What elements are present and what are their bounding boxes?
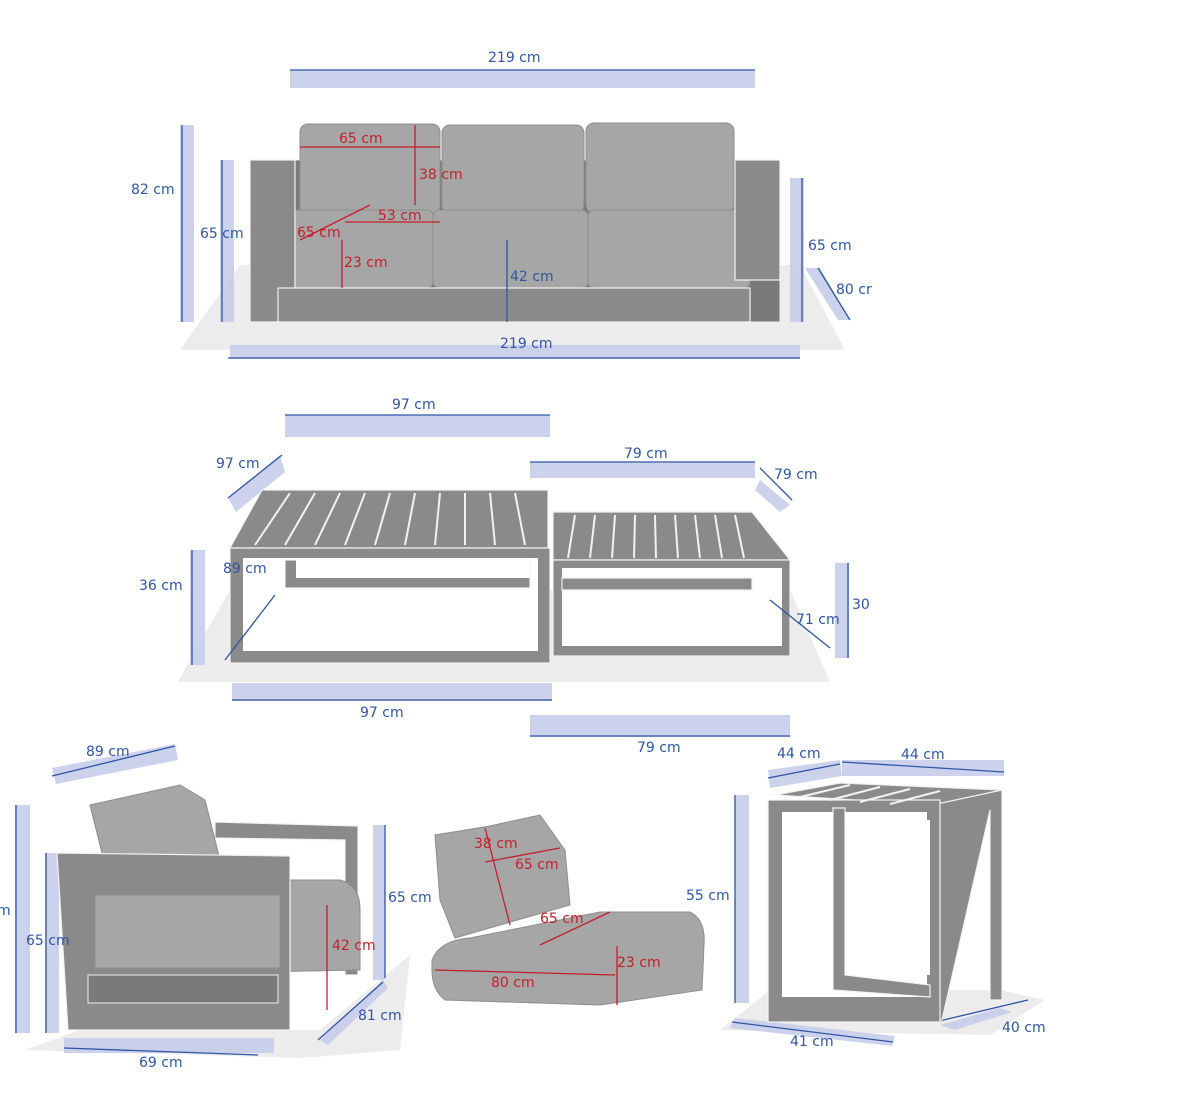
sofa-arm-height-right-label: 65 cm [808, 238, 852, 254]
armchair-width-label: 69 cm [139, 1055, 183, 1071]
large-table-height-label: 36 cm [139, 578, 183, 594]
sofa-width-bottom-label: 219 cm [500, 336, 553, 352]
large-table-width-top-label: 97 cm [392, 397, 436, 413]
sofa-seat-height-label: 42 cm [510, 269, 554, 285]
cushion-thickness-label: 23 cm [617, 955, 661, 971]
sofa-arm-height-left-label: 65 cm [200, 226, 244, 242]
side-table-width-bottom-label: 41 cm [790, 1034, 834, 1050]
sofa-seat-cushion-width-label: 65 cm [297, 225, 341, 241]
large-table-slats [254, 492, 526, 546]
armchair-seat-height-label: 42 cm [332, 938, 376, 954]
sofa-back-cushion-width-label: 65 cm [339, 131, 383, 147]
cushion-seat-width-label: 80 cm [491, 975, 535, 991]
sofa-labels: 219 cm 82 cm 65 cm 65 cm 80 cr 219 cm 65… [131, 50, 872, 352]
sofa-depth-label: 80 cr [836, 282, 872, 298]
side-table-depth-top-label: 44 cm [777, 746, 821, 762]
coffee-tables-drawing [178, 414, 849, 737]
cushion-back-width-label: 65 cm [515, 857, 559, 873]
armchair-total-height-label: m [0, 903, 11, 919]
small-table-inner-depth-label: 71 cm [796, 612, 840, 628]
sofa-seat-cushion-height-label: 23 cm [344, 255, 388, 271]
side-table-width-top-label: 44 cm [901, 747, 945, 763]
coffee-table-labels: 97 cm 97 cm 36 cm 89 cm 97 cm 79 cm 79 c… [139, 397, 870, 756]
sofa-seat-depth-label: 53 cm [378, 208, 422, 224]
armchair-depth-top-label: 89 cm [86, 744, 130, 760]
sofa-back-cushion-height-label: 38 cm [419, 167, 463, 183]
small-table-depth-label: 79 cm [774, 467, 818, 483]
armchair-drawing [15, 744, 410, 1058]
sofa-drawing [180, 69, 851, 359]
large-table-depth-label: 97 cm [216, 456, 260, 472]
armchair-arm-height-back-label: 65 cm [388, 890, 432, 906]
sofa-height-label: 82 cm [131, 182, 175, 198]
sofa-width-top-label: 219 cm [488, 50, 541, 66]
cushion-back-height-label: 38 cm [474, 836, 518, 852]
cushion-seat-depth-label: 65 cm [540, 911, 584, 927]
large-table-inner-depth-label: 89 cm [223, 561, 267, 577]
large-table-width-bottom-label: 97 cm [360, 705, 404, 721]
armchair-labels: 89 cm m 65 cm 65 cm 42 cm 81 cm 69 cm [0, 744, 432, 1071]
armchair-arm-height-front-label: 65 cm [26, 933, 70, 949]
cushion-set-drawing [431, 814, 705, 1006]
side-table-labels: 44 cm 44 cm 55 cm 41 cm 40 cm [686, 746, 1046, 1050]
side-table-depth-bottom-label: 40 cm [1002, 1020, 1046, 1036]
small-table-width-top-label: 79 cm [624, 446, 668, 462]
side-table-drawing [720, 760, 1045, 1046]
small-table-slats [567, 514, 745, 559]
small-table-width-bottom-label: 79 cm [637, 740, 681, 756]
side-table-height-label: 55 cm [686, 888, 730, 904]
armchair-depth-label: 81 cm [358, 1008, 402, 1024]
small-table-height-label: 30 [852, 597, 870, 613]
cushion-labels: 38 cm 65 cm 65 cm 23 cm 80 cm [474, 836, 661, 991]
